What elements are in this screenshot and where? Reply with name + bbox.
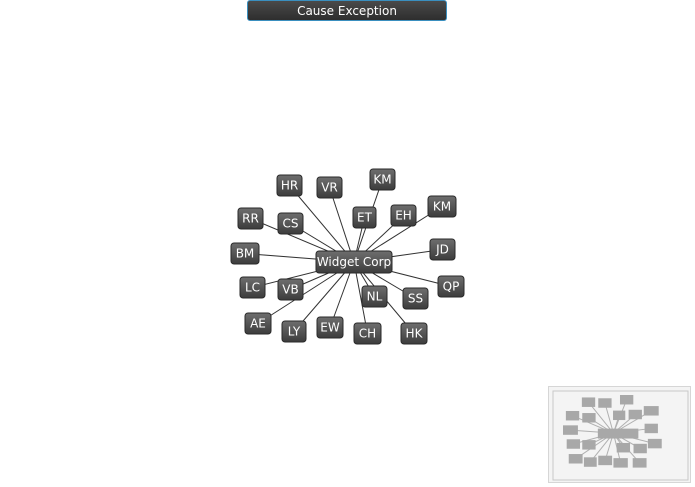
node-label: VB <box>282 283 298 297</box>
node-box <box>427 195 457 218</box>
node-label: EH <box>395 209 412 223</box>
node-label: AE <box>250 317 266 331</box>
node-box <box>429 238 456 261</box>
node-ae[interactable]: AE <box>244 312 272 335</box>
node-label: VR <box>321 181 338 195</box>
node-label: HR <box>281 179 298 193</box>
node-box <box>352 206 377 229</box>
minimap-edge <box>588 401 614 434</box>
overview-minimap[interactable] <box>548 386 691 483</box>
node-label: BM <box>236 247 255 261</box>
node-cs[interactable]: CS <box>277 212 304 235</box>
node-ew[interactable]: EW <box>316 316 344 339</box>
minimap-node <box>643 406 659 416</box>
node-label: EW <box>320 321 340 335</box>
node-label: QP <box>443 280 460 294</box>
minimap-node <box>582 440 596 450</box>
node-et[interactable]: ET <box>352 206 377 229</box>
node-lc[interactable]: LC <box>239 276 266 299</box>
node-jd[interactable]: JD <box>429 238 456 261</box>
node-box <box>400 322 428 345</box>
node-box <box>369 168 396 191</box>
edge-center-ly <box>293 261 355 332</box>
node-box <box>402 287 429 310</box>
node-label: NL <box>367 290 383 304</box>
node-box <box>315 250 393 274</box>
minimap-node <box>581 397 596 407</box>
node-vb[interactable]: VB <box>277 278 304 301</box>
node-label: KM <box>433 200 451 214</box>
node-box <box>230 242 260 265</box>
node-vr[interactable]: VR <box>316 176 343 199</box>
minimap-node <box>647 438 662 449</box>
minimap-node <box>613 458 628 468</box>
minimap-node <box>644 423 658 434</box>
minimap-node <box>619 395 634 405</box>
minimap-node <box>628 409 642 420</box>
node-km1[interactable]: KM <box>369 168 396 191</box>
node-label: JD <box>435 243 449 257</box>
node-box <box>437 275 465 298</box>
node-label: LY <box>288 325 301 339</box>
node-box <box>353 322 382 345</box>
node-label: KM <box>373 173 391 187</box>
node-nl[interactable]: NL <box>361 285 388 308</box>
node-box <box>277 212 304 235</box>
node-box <box>237 207 264 230</box>
node-center[interactable]: Widget Corp <box>315 250 393 274</box>
node-box <box>244 312 272 335</box>
node-label: ET <box>357 211 373 225</box>
edge-center-vr <box>329 187 355 263</box>
node-qp[interactable]: QP <box>437 275 465 298</box>
minimap-node <box>565 410 580 421</box>
minimap-node <box>632 458 647 468</box>
node-label: HK <box>406 327 424 341</box>
node-box <box>390 204 417 227</box>
node-label: LC <box>245 281 260 295</box>
minimap-node <box>597 428 639 439</box>
node-hr[interactable]: HR <box>276 174 303 197</box>
node-hk[interactable]: HK <box>400 322 428 345</box>
minimap-node <box>583 457 597 467</box>
node-box <box>316 316 344 339</box>
node-box <box>239 276 266 299</box>
node-km2[interactable]: KM <box>427 195 457 218</box>
cause-exception-button[interactable]: Cause Exception <box>247 0 447 21</box>
minimap-node <box>563 425 578 435</box>
node-eh[interactable]: EH <box>390 204 417 227</box>
node-rr[interactable]: RR <box>237 207 264 230</box>
minimap-node <box>566 439 581 449</box>
minimap-node <box>633 443 647 454</box>
minimap-node <box>598 455 613 466</box>
node-label: SS <box>408 292 423 306</box>
edge-center-hr <box>289 185 355 263</box>
node-label: RR <box>242 212 259 226</box>
edge-center-ch <box>353 261 368 334</box>
node-label: CH <box>359 327 376 341</box>
minimap-node <box>616 442 631 453</box>
node-ss[interactable]: SS <box>402 287 429 310</box>
minimap-node <box>598 398 612 408</box>
node-ch[interactable]: CH <box>353 322 382 345</box>
minimap-node <box>582 413 596 423</box>
node-box <box>277 278 304 301</box>
node-ly[interactable]: LY <box>281 320 307 343</box>
node-label: Widget Corp <box>317 255 391 269</box>
node-label: CS <box>283 217 299 231</box>
node-box <box>281 320 307 343</box>
node-box <box>276 174 303 197</box>
minimap-node <box>568 454 583 464</box>
node-box <box>316 176 343 199</box>
node-box <box>361 285 388 308</box>
node-bm[interactable]: BM <box>230 242 260 265</box>
minimap-edge <box>604 402 614 434</box>
minimap-node <box>613 410 626 421</box>
